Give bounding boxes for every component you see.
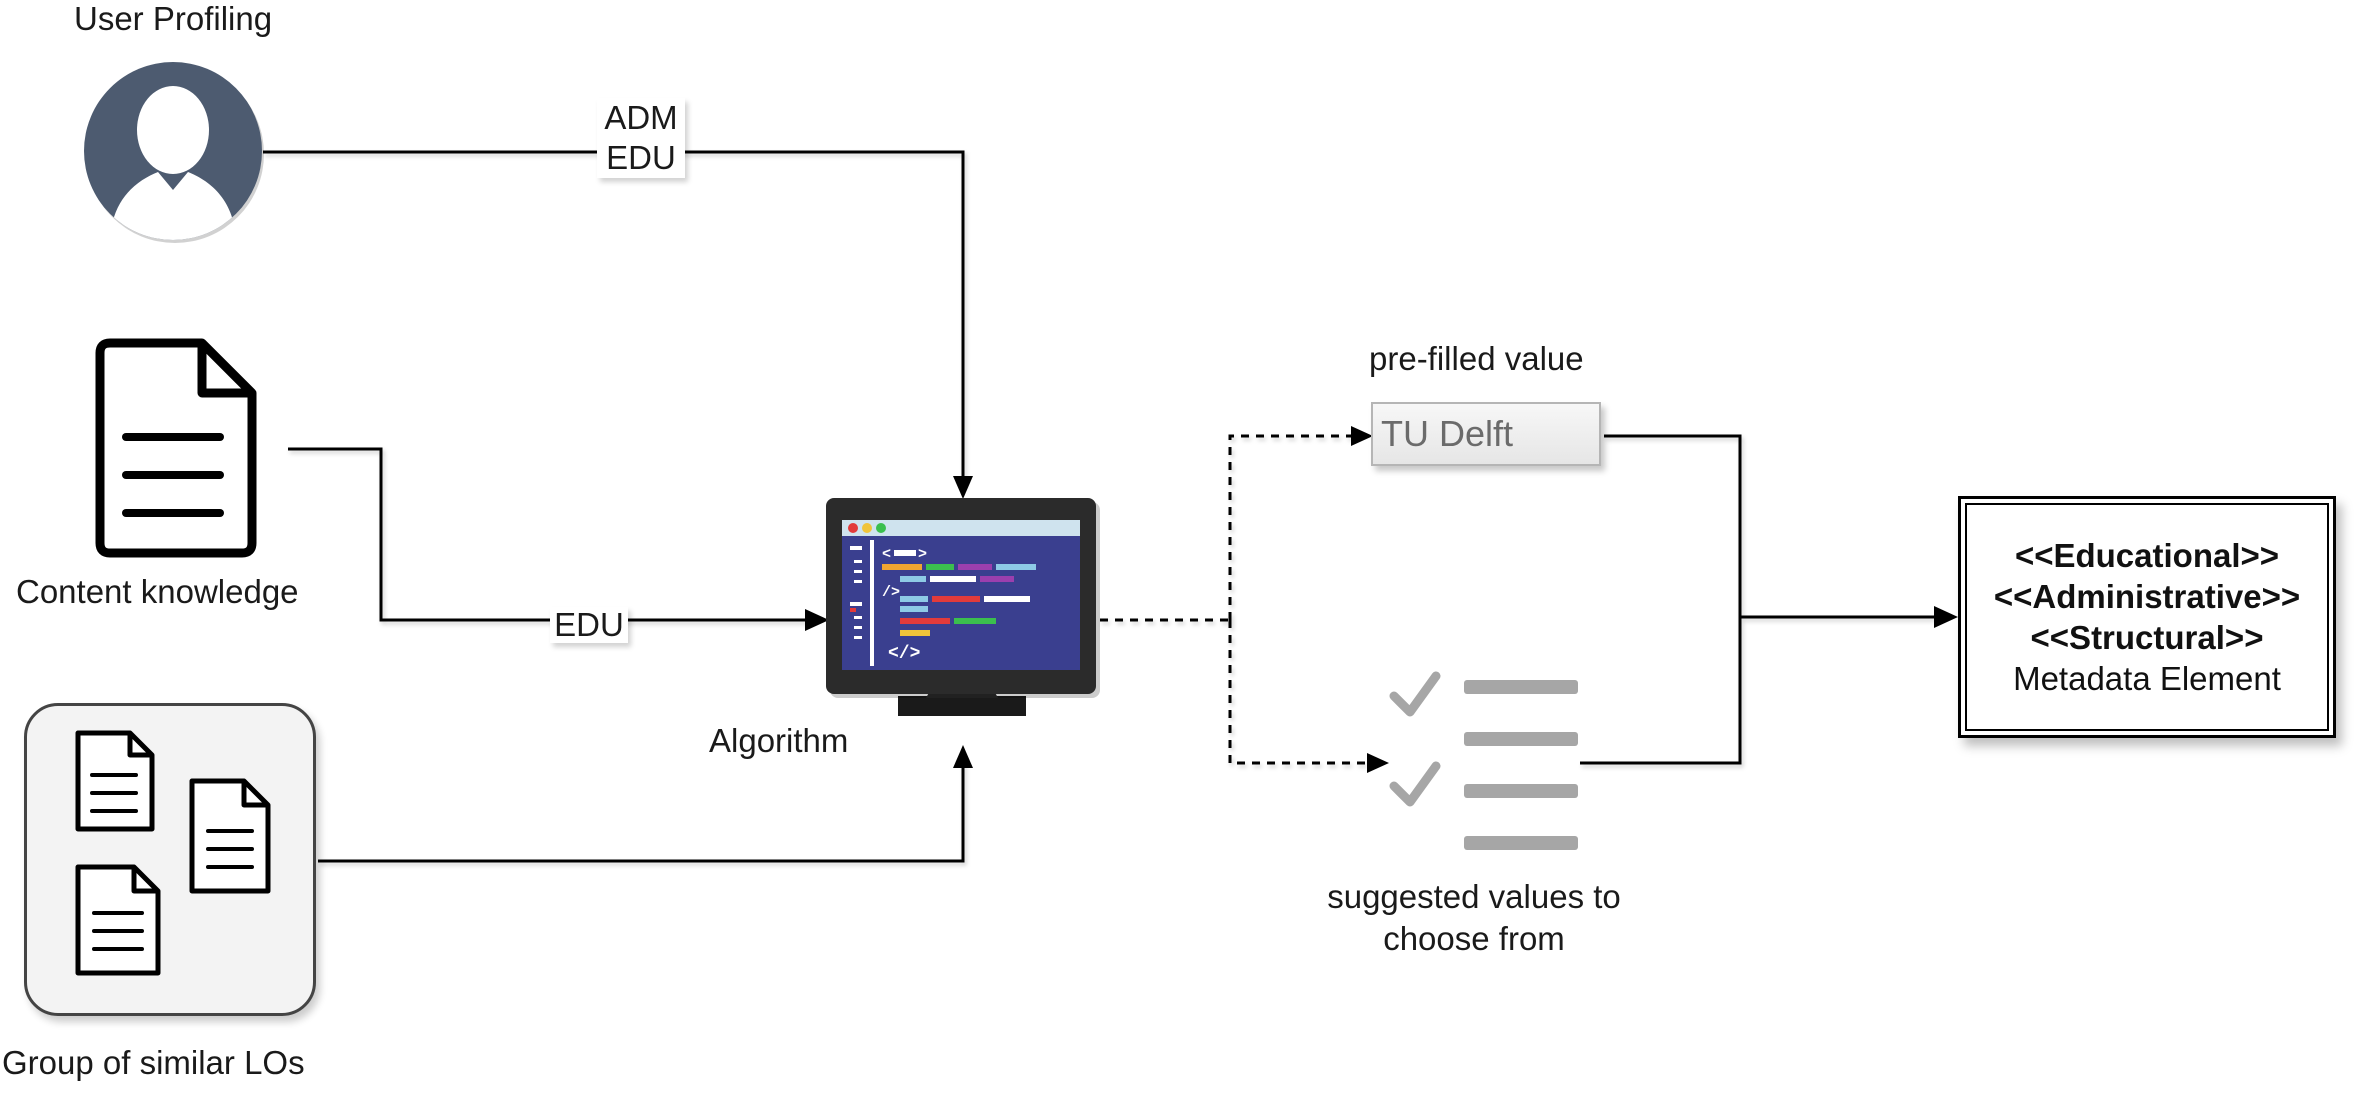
documents-group-icon (75, 730, 271, 976)
edge-to-prefill (1228, 434, 1352, 620)
edge-to-suggested (1228, 620, 1370, 765)
group-of-los-label: Group of similar LOs (2, 1044, 305, 1081)
arrowhead-user (953, 476, 973, 499)
document-icon (95, 338, 257, 558)
stereotype-structural: <<Structural>> (2030, 619, 2264, 656)
edge-label-edu-2: EDU (550, 607, 628, 643)
prefill-field: TU Delft (1371, 402, 1601, 466)
group-of-los-box (24, 703, 316, 1016)
metadata-element-box: <<Educational>> <<Administrative>> <<Str… (1958, 496, 2336, 738)
stereotype-administrative: <<Administrative>> (1993, 578, 2301, 615)
svg-text:</>: </> (888, 644, 920, 664)
edge-label-adm-edu: ADM EDU (597, 98, 685, 178)
metadata-element-name: Metadata Element (2013, 660, 2281, 697)
edge-prefill-to-metadata (1604, 434, 1742, 617)
edge-user-to-algorithm (263, 150, 965, 486)
edge-suggested-to-metadata (1580, 617, 1742, 765)
prefill-caption: pre-filled value (1369, 340, 1584, 377)
code-monitor-icon: < > /> </> (826, 498, 1100, 716)
content-knowledge-label: Content knowledge (16, 573, 299, 610)
user-avatar-icon (84, 62, 264, 243)
checklist-icon (1389, 671, 1578, 850)
algorithm-label: Algorithm (709, 722, 849, 759)
suggested-caption-line2: choose from (1383, 920, 1565, 957)
arrowhead-prefill (1351, 426, 1373, 446)
edge-content-to-algorithm (288, 447, 808, 622)
arrowhead-content (805, 609, 829, 631)
metadata-element-inner: <<Educational>> <<Administrative>> <<Str… (1965, 503, 2329, 731)
stereotype-educational: <<Educational>> (2014, 537, 2280, 574)
arrowhead-suggested (1367, 753, 1389, 773)
arrowhead-group (953, 745, 973, 768)
svg-text:>: > (918, 546, 927, 563)
edge-group-to-algorithm (318, 760, 965, 863)
suggested-caption-line1: suggested values to (1327, 878, 1621, 915)
edge-label-adm: ADM (604, 99, 678, 136)
suggested-caption: suggested values to choose from (1300, 876, 1648, 960)
svg-text:<: < (882, 546, 891, 563)
user-profiling-label: User Profiling (74, 0, 273, 37)
svg-text:/>: /> (882, 584, 900, 601)
arrowhead-metadata (1934, 606, 1958, 628)
edge-label-edu-1: EDU (606, 139, 676, 176)
